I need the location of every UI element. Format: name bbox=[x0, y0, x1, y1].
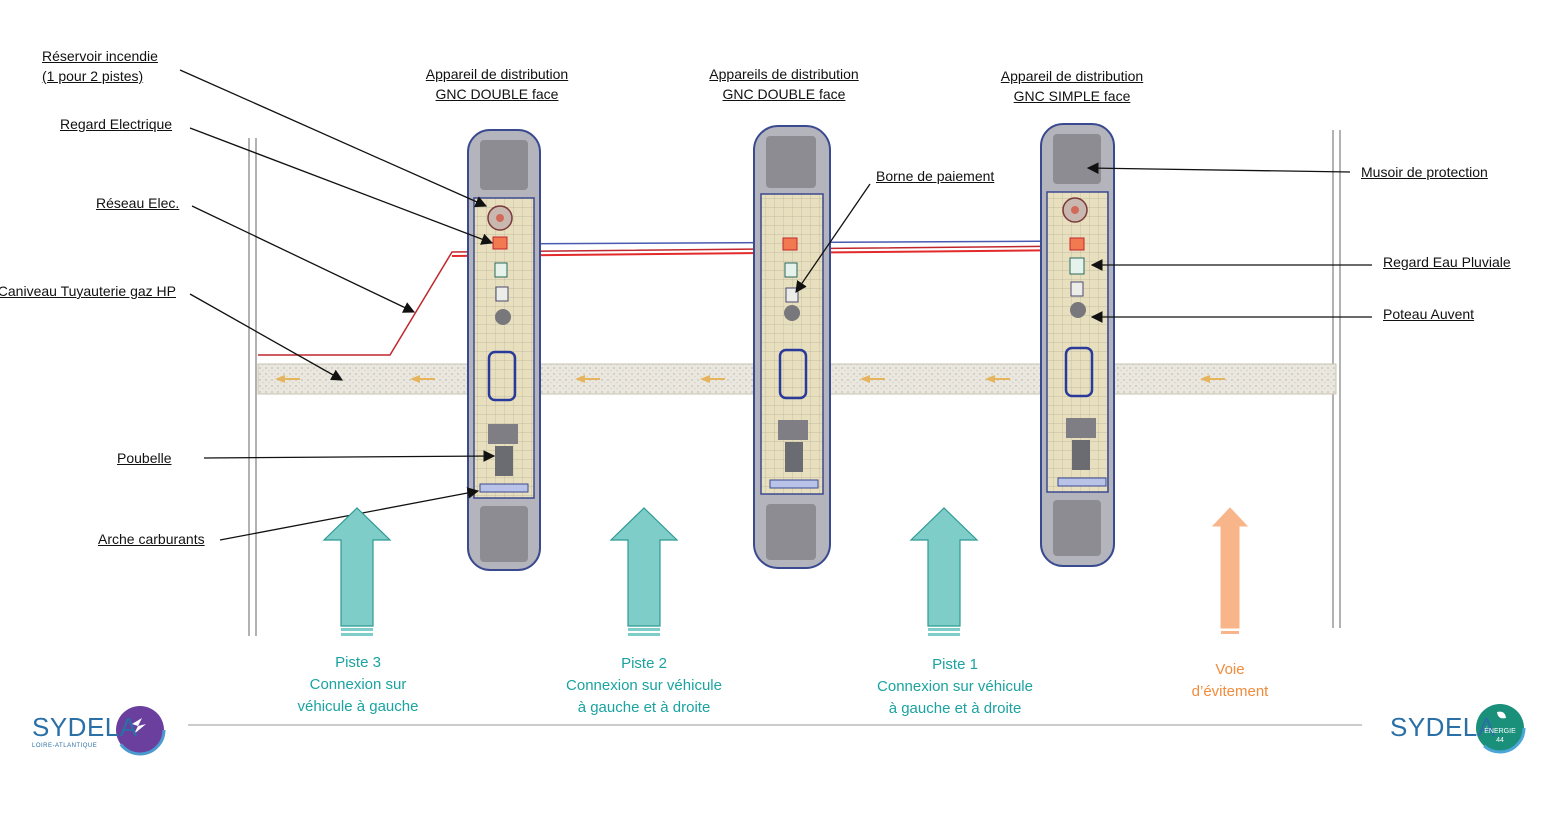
leader-musoir bbox=[1086, 162, 1351, 175]
leader-reseau-elec bbox=[191, 205, 416, 313]
island-double-face-1 bbox=[467, 129, 541, 571]
leader-caniveau bbox=[189, 293, 344, 381]
label-arche-carburants: Arche carburants bbox=[98, 531, 205, 547]
sydela-logo-right: SYDELA bbox=[1390, 712, 1496, 743]
lane-arrow-piste-1 bbox=[909, 507, 979, 636]
label-borne-paiement: Borne de paiement bbox=[876, 168, 995, 184]
sydela-right-badge-icon bbox=[1474, 702, 1526, 754]
label-musoir-protection: Musoir de protection bbox=[1361, 164, 1488, 180]
leader-poubelle bbox=[203, 450, 496, 462]
label-regard-eau-pluviale: Regard Eau Pluviale bbox=[1383, 254, 1511, 270]
lane-arrow-voie-evitement bbox=[1211, 507, 1249, 634]
logo-subtitle: LOIRE-ATLANTIQUE bbox=[32, 743, 98, 749]
sydela-left-badge-icon bbox=[114, 704, 166, 756]
island-double-face-2 bbox=[753, 125, 831, 569]
leader-borne bbox=[795, 183, 871, 293]
label-poubelle: Poubelle bbox=[117, 450, 172, 466]
label-reservoir-incendie: Réservoir incendie (1 pour 2 pistes) bbox=[42, 48, 158, 84]
island-simple-face bbox=[1040, 123, 1115, 567]
label-caniveau-tuyauterie: Caniveau Tuyauterie gaz HP bbox=[0, 283, 176, 299]
label-regard-electrique: Regard Electrique bbox=[60, 116, 173, 132]
label-reseau-elec: Réseau Elec. bbox=[96, 195, 180, 211]
label-poteau-auvent: Poteau Auvent bbox=[1383, 306, 1475, 322]
logo-wordmark: SYDELA bbox=[1390, 712, 1496, 742]
leader-reservoir bbox=[179, 69, 488, 208]
lane-arrow-piste-3 bbox=[322, 507, 392, 636]
sydela-logo-left: SYDELA LOIRE-ATLANTIQUE bbox=[32, 712, 138, 749]
callout-leaders bbox=[179, 69, 1372, 541]
electrical-network-line bbox=[258, 240, 1081, 356]
logo-wordmark: SYDELA bbox=[32, 712, 138, 742]
site-boundary-left bbox=[248, 138, 257, 636]
leader-regard-electrique bbox=[189, 127, 494, 245]
lane-arrow-piste-2 bbox=[609, 507, 679, 636]
